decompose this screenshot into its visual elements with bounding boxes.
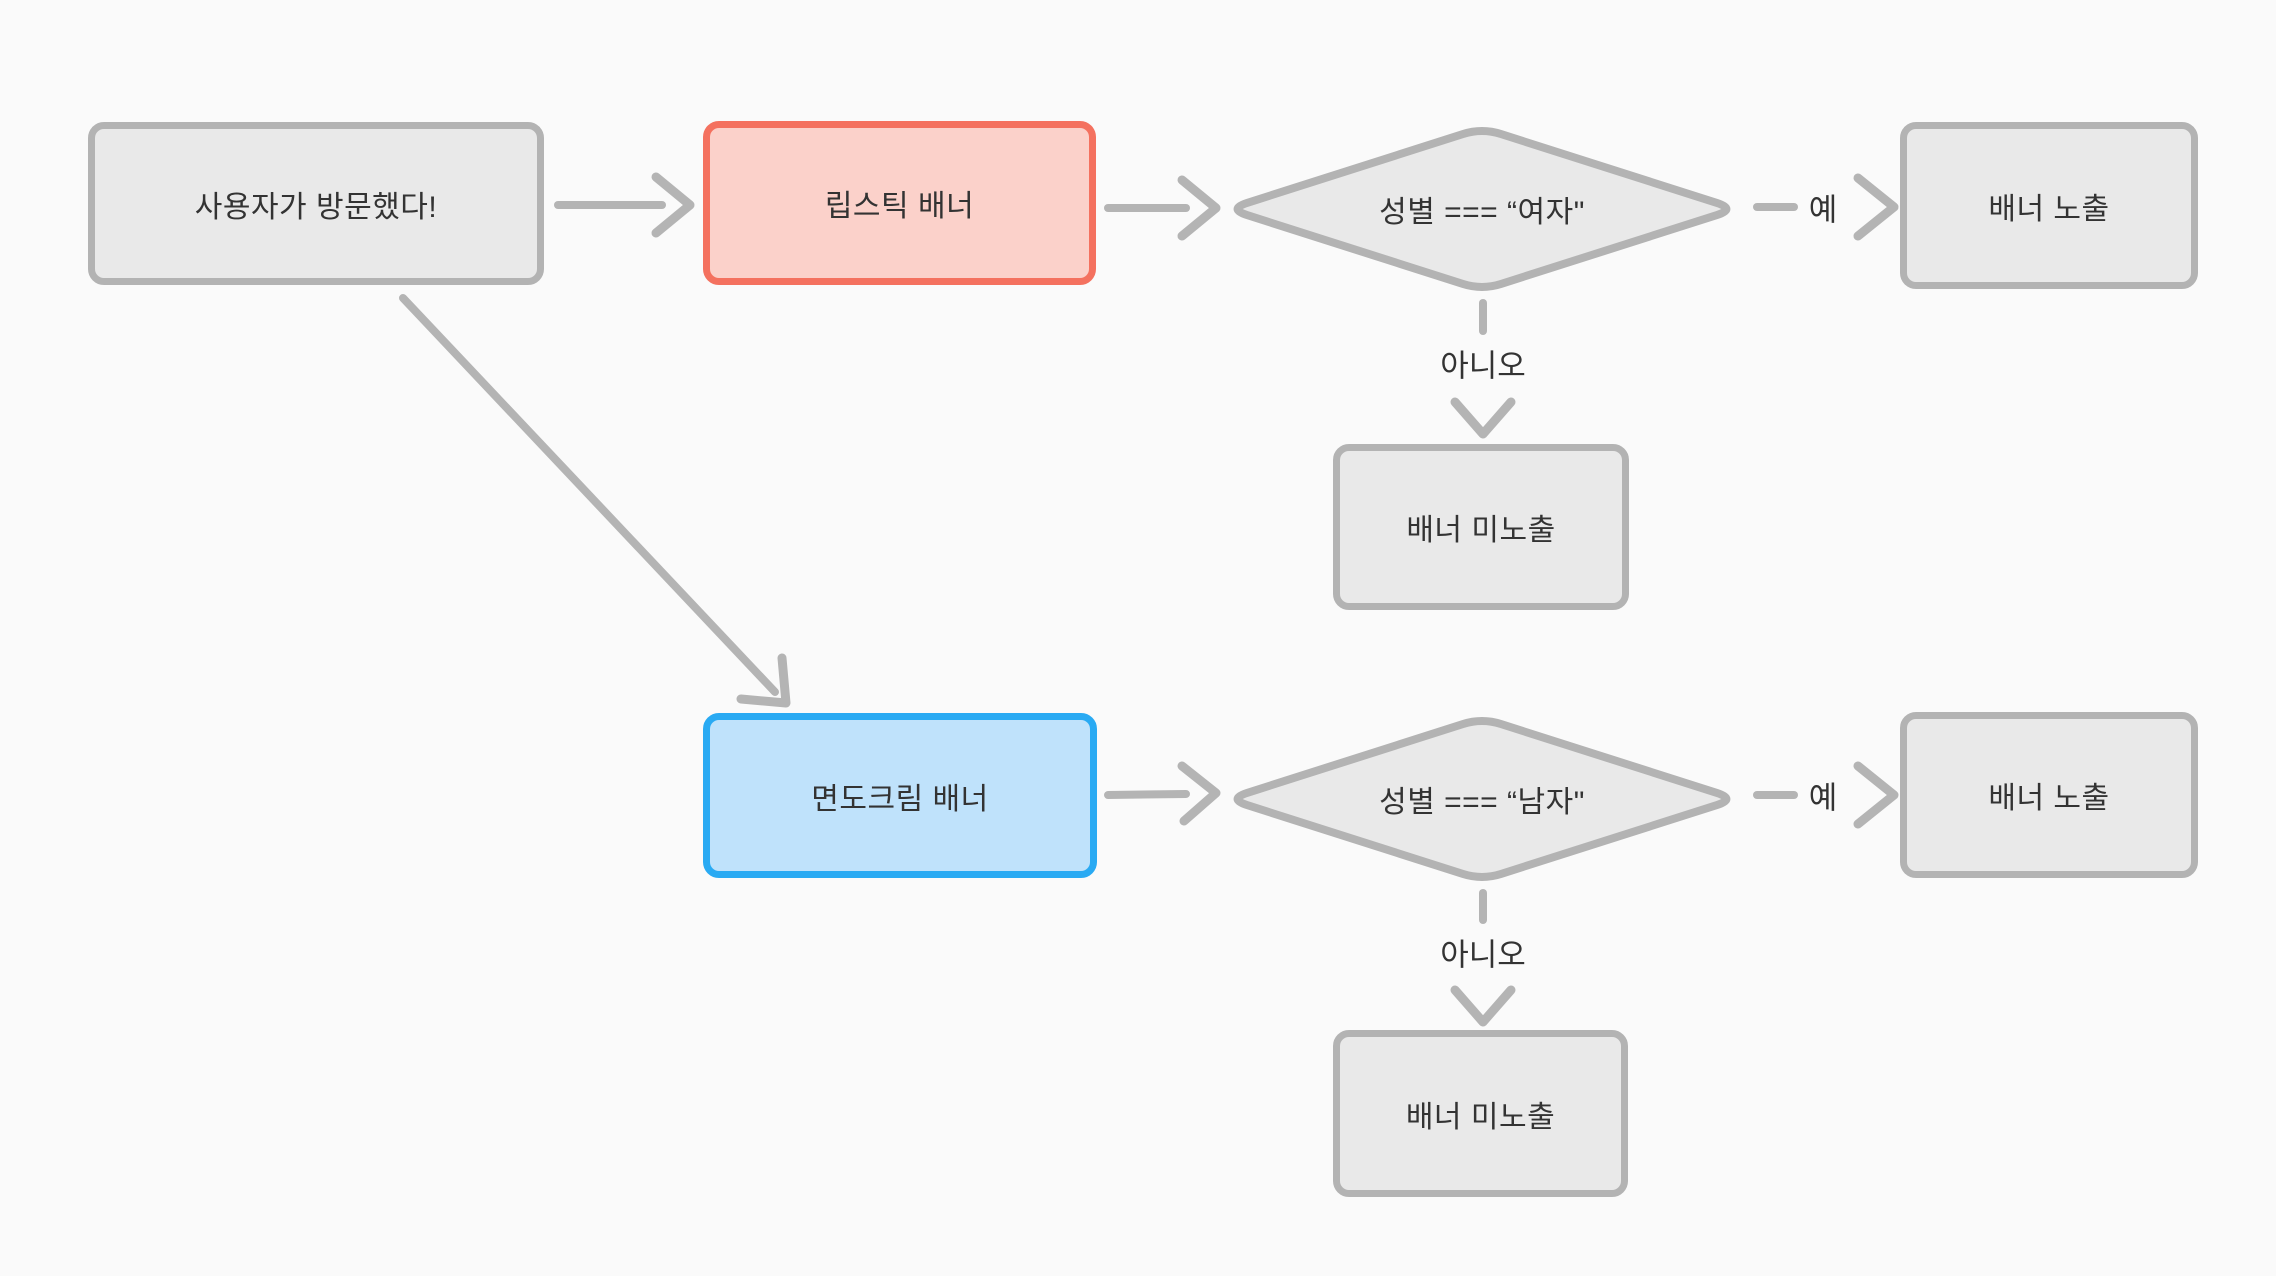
edge-start-to-lipstick bbox=[554, 172, 695, 238]
node-shaving-banner: 면도크림 배너 bbox=[703, 713, 1097, 878]
node-banner-hide-top: 배너 미노출 bbox=[1333, 444, 1629, 610]
node-banner-hide-bottom-label: 배너 미노출 bbox=[1405, 1100, 1556, 1134]
node-banner-show-top-label: 배너 노출 bbox=[1988, 192, 2110, 226]
node-lipstick-banner: 립스틱 배너 bbox=[703, 121, 1096, 285]
edge-lipstick-to-female-check bbox=[1104, 175, 1221, 241]
node-start: 사용자가 방문했다! bbox=[88, 122, 544, 285]
node-female-check: 성별 === “여자" bbox=[1218, 119, 1746, 299]
edge-start-to-shaving bbox=[399, 294, 791, 708]
diamond-shape bbox=[1233, 127, 1731, 291]
node-shaving-label: 면도크림 배너 bbox=[811, 782, 989, 816]
node-banner-show-bottom: 배너 노출 bbox=[1900, 712, 2198, 878]
node-start-label: 사용자가 방문했다! bbox=[194, 190, 438, 224]
edge-label-no-top: 아니오 bbox=[1440, 348, 1526, 384]
node-female-check-label: 성별 === “여자" bbox=[1379, 196, 1585, 229]
edge-label-yes-top: 예 bbox=[1808, 192, 1838, 228]
node-lipstick-label: 립스틱 배너 bbox=[824, 190, 975, 223]
node-male-check: 성별 === “남자" bbox=[1218, 709, 1746, 889]
edge-label-yes-bottom: 예 bbox=[1808, 780, 1838, 816]
edge-shaving-to-male-check bbox=[1104, 761, 1221, 826]
node-banner-hide-top-label: 배너 미노출 bbox=[1406, 514, 1556, 547]
node-banner-show-bottom-label: 배너 노출 bbox=[1988, 782, 2110, 815]
edge-label-no-bottom: 아니오 bbox=[1440, 937, 1526, 973]
node-banner-hide-bottom: 배너 미노출 bbox=[1333, 1030, 1628, 1197]
diamond-shape bbox=[1233, 717, 1731, 881]
node-banner-show-top: 배너 노출 bbox=[1900, 122, 2198, 289]
node-male-check-label: 성별 === “남자" bbox=[1379, 786, 1585, 819]
